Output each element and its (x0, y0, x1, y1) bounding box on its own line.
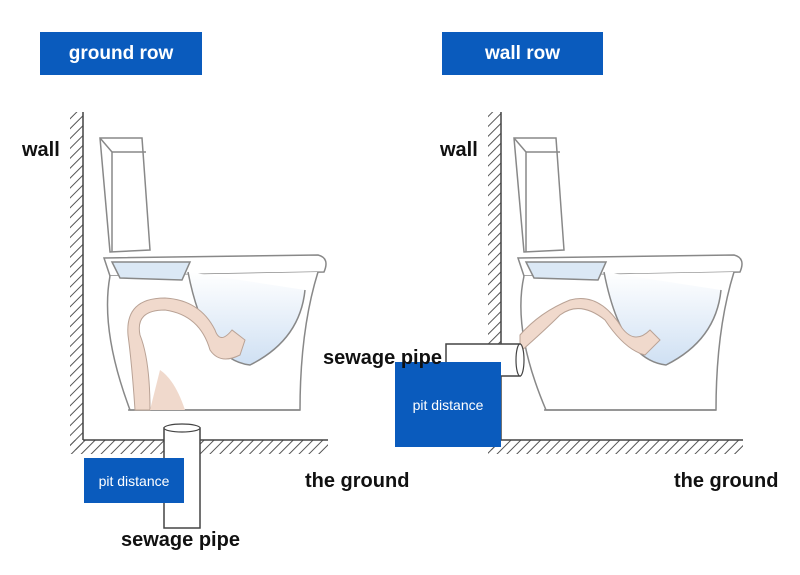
sewage-pipe-label-right: sewage pipe (323, 347, 442, 369)
sewage-pipe-label-left: sewage pipe (121, 529, 240, 551)
ground-row-title: ground row (40, 32, 202, 75)
trap-pipe-right (519, 298, 661, 356)
ground-hatch-right (488, 440, 743, 454)
pit-distance-box-left: pit distance (84, 458, 184, 503)
trap-pipe-left (127, 297, 246, 411)
ground-label-left: the ground (305, 470, 410, 492)
wall-label-right: wall (440, 139, 478, 161)
left-scene (70, 112, 328, 529)
wall-row-title: wall row (442, 32, 603, 75)
wall-label-left: wall (22, 139, 60, 161)
right-scene (445, 112, 743, 454)
toilet-right (513, 137, 743, 411)
ground-label-right: the ground (674, 470, 779, 492)
wall-hatch-left (70, 112, 83, 450)
pit-distance-box-right: pit distance (395, 362, 501, 447)
